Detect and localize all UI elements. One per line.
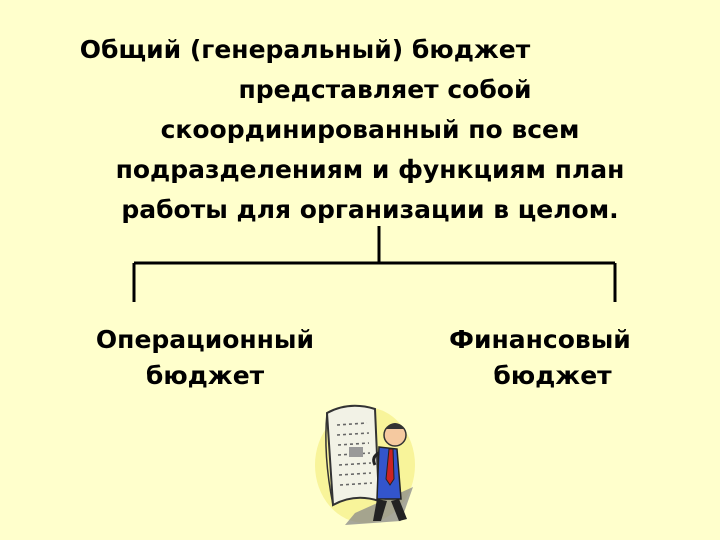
main-definition: Общий (генеральный) бюджет представляет … bbox=[70, 30, 670, 230]
definition-line-5: работы для организации в целом. bbox=[121, 195, 619, 224]
operating-budget-label: Операционный бюджет bbox=[70, 322, 340, 394]
financial-budget-line-1: Финансовый bbox=[449, 325, 631, 354]
definition-line-3: скоординированный по всем bbox=[160, 115, 580, 144]
definition-line-2: представляет собой bbox=[238, 75, 532, 104]
operating-budget-line-1: Операционный bbox=[95, 325, 315, 354]
definition-line-4: подразделениям и функциям план bbox=[115, 155, 625, 184]
definition-line-1: Общий (генеральный) бюджет bbox=[79, 35, 531, 64]
financial-budget-label: Финансовый бюджет bbox=[410, 322, 670, 394]
man-reading-newspaper-icon bbox=[315, 404, 415, 525]
financial-budget-line-2: бюджет bbox=[493, 361, 612, 390]
operating-budget-line-2: бюджет bbox=[145, 361, 265, 390]
